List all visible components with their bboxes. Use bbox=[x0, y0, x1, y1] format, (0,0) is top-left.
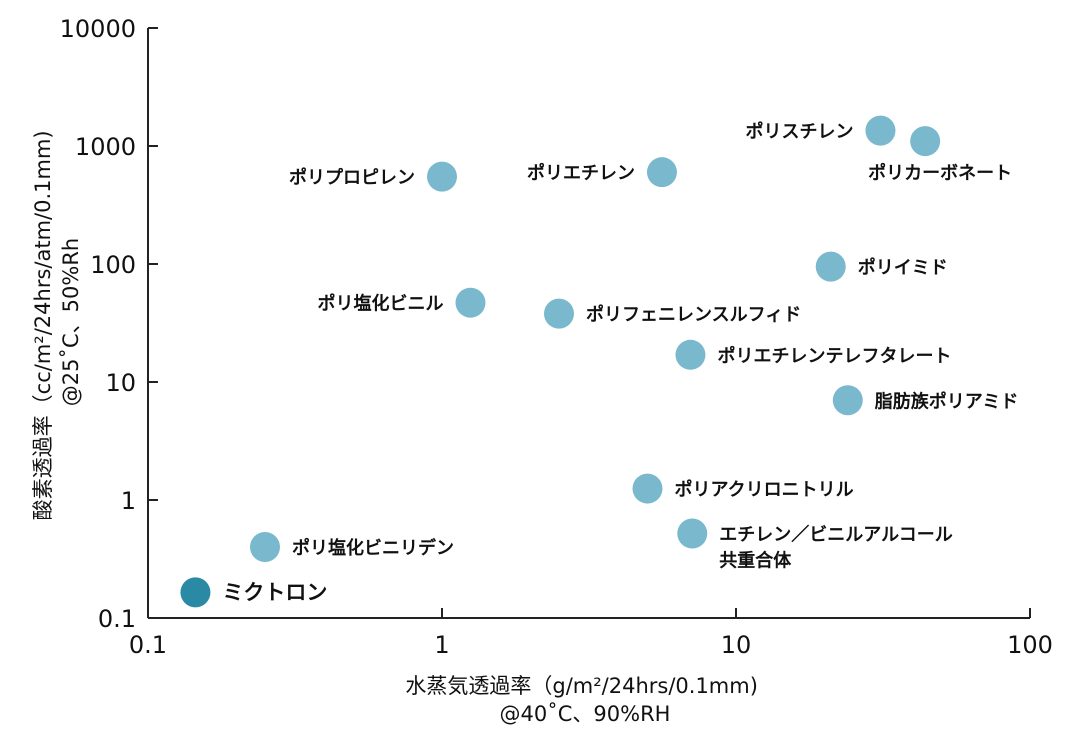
x-tick-label: 100 bbox=[1007, 631, 1053, 659]
point-label: ポリイミド bbox=[858, 257, 948, 279]
point-label: ポリカーボネート bbox=[868, 162, 1012, 184]
data-point bbox=[249, 531, 280, 562]
point-label: ポリエチレンテレフタレート bbox=[717, 345, 951, 367]
point-label: ポリスチレン bbox=[745, 121, 853, 143]
point-label-line: ポリエチレン bbox=[527, 162, 635, 184]
y-tick-label: 10000 bbox=[60, 15, 136, 43]
y-tick-label: 1000 bbox=[75, 133, 136, 161]
y-axis-title: 酸素透過率（cc/m²/24hrs/atm/0.1mm) @25˚C、50%Rh bbox=[31, 124, 83, 521]
point-label-line: ポリエチレンテレフタレート bbox=[717, 345, 951, 367]
x-tick-label: 0.1 bbox=[129, 631, 167, 659]
point-label-line: ミクトロン bbox=[222, 580, 327, 604]
y-tick-label: 0.1 bbox=[98, 605, 136, 633]
y-tick-label: 10 bbox=[105, 369, 136, 397]
point-label-line: ポリスチレン bbox=[745, 121, 853, 143]
point-label-line: ポリプロピレン bbox=[289, 167, 415, 189]
point-label: ポリアクリロニトリル bbox=[674, 479, 853, 501]
y-axis-title-line-1: 酸素透過率（cc/m²/24hrs/atm/0.1mm) bbox=[31, 130, 55, 520]
point-label: ポリプロピレン bbox=[289, 167, 415, 189]
axes bbox=[147, 28, 1030, 619]
data-point bbox=[427, 161, 457, 192]
point-label: エチレン／ビニルアルコール共重合体 bbox=[719, 525, 952, 572]
point-label-line: ポリ塩化ビニリデン bbox=[292, 537, 454, 559]
point-label: ミクトロン bbox=[222, 580, 327, 604]
data-point bbox=[677, 518, 708, 549]
point-label: ポリ塩化ビニリデン bbox=[292, 537, 454, 559]
point-label-line: ポリアクリロニトリル bbox=[674, 479, 853, 501]
x-tick-label: 1 bbox=[434, 631, 449, 659]
y-tick-label: 1 bbox=[121, 487, 136, 515]
y-tick-label: 100 bbox=[90, 251, 136, 279]
x-axis-title-line-2: @40˚C、90%RH bbox=[500, 702, 671, 726]
data-point bbox=[455, 287, 486, 318]
data-point bbox=[632, 473, 663, 504]
point-label: ポリエチレン bbox=[527, 162, 635, 184]
point-label-line: 脂肪族ポリアミド bbox=[875, 390, 1019, 412]
y-axis-title-line-2: @25˚C、50%Rh bbox=[59, 238, 83, 406]
point-label-line: ポリカーボネート bbox=[868, 162, 1012, 184]
point-label-line: ポリ塩化ビニル bbox=[317, 293, 443, 315]
point-label-line: エチレン／ビニルアルコール bbox=[719, 525, 952, 546]
data-point bbox=[910, 126, 941, 157]
x-tick-label: 10 bbox=[721, 631, 752, 659]
point-label: ポリフェニレンスルフィド bbox=[586, 304, 801, 326]
y-ticks: 0.1 1 10 100 1000 10000 bbox=[60, 15, 158, 633]
data-point bbox=[815, 251, 846, 282]
point-label-line: ポリフェニレンスルフィド bbox=[586, 304, 801, 326]
highlight-point bbox=[180, 577, 211, 608]
x-ticks: 0.1 1 10 100 bbox=[129, 608, 1053, 659]
point-label-line: ポリイミド bbox=[858, 257, 948, 279]
data-points bbox=[180, 115, 941, 608]
x-axis-title: 水蒸気透過率（g/m²/24hrs/0.1mm) @40˚C、90%RH bbox=[405, 674, 764, 726]
data-point bbox=[675, 339, 706, 370]
point-label: 脂肪族ポリアミド bbox=[875, 390, 1019, 412]
data-point bbox=[646, 157, 677, 188]
point-label: ポリ塩化ビニル bbox=[317, 293, 443, 315]
x-axis-title-line-1: 水蒸気透過率（g/m²/24hrs/0.1mm) bbox=[405, 674, 758, 698]
point-label-line: 共重合体 bbox=[719, 550, 792, 572]
data-point bbox=[832, 385, 863, 416]
data-point bbox=[865, 115, 896, 146]
data-point bbox=[543, 298, 574, 329]
